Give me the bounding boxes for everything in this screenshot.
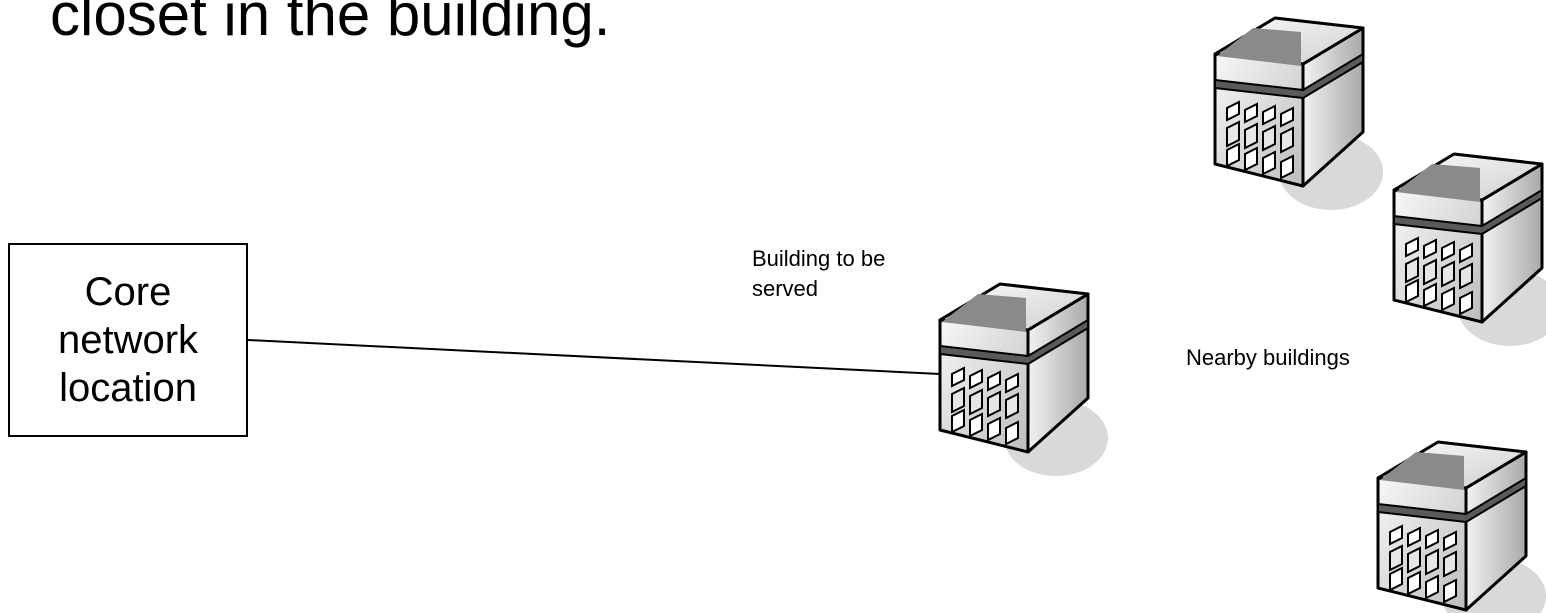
core-to-building-link <box>248 340 940 374</box>
nearby-building-icon <box>1215 18 1383 210</box>
nearby-building-icon <box>1378 442 1546 613</box>
nearby-building-icon <box>1394 154 1546 346</box>
served-building-icon <box>940 284 1108 476</box>
